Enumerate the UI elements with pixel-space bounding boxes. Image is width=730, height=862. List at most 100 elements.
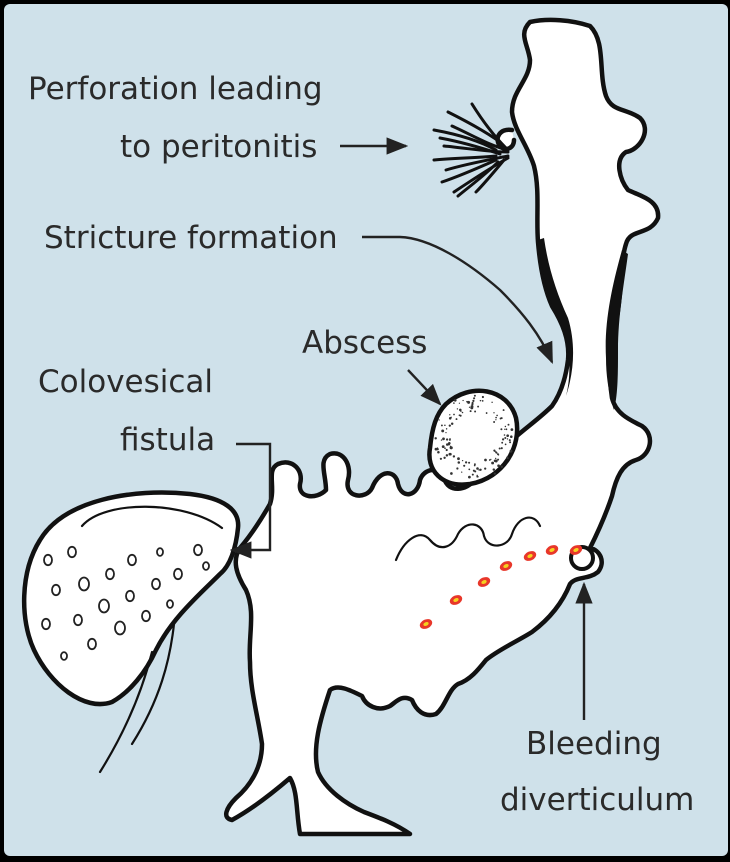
abscess-stipple — [502, 438, 504, 440]
abscess-stipple — [446, 443, 449, 446]
abscess-stipple — [503, 409, 505, 411]
abscess-stipple — [497, 464, 500, 467]
abscess-stipple — [484, 468, 486, 470]
label-colovesical-line2: fistula — [120, 422, 215, 458]
abscess-stipple — [445, 432, 446, 433]
abscess-stipple — [474, 395, 476, 397]
abscess-stipple — [494, 459, 497, 462]
abscess-stipple — [453, 414, 455, 416]
abscess-stipple — [497, 459, 499, 461]
abscess-stipple — [439, 419, 440, 420]
abscess-stipple — [434, 437, 436, 439]
abscess-stipple — [495, 458, 496, 459]
abscess-stipple — [501, 442, 503, 444]
abscess-stipple — [470, 410, 472, 412]
abscess-stipple — [508, 424, 510, 426]
abscess-stipple — [453, 402, 455, 404]
abscess-stipple — [477, 476, 479, 478]
abscess-stipple — [472, 474, 474, 476]
abscess-stipple — [465, 461, 467, 463]
abscess-stipple — [446, 449, 448, 451]
abscess-stipple — [499, 447, 501, 449]
abscess-stipple — [457, 457, 460, 460]
abscess-stipple — [476, 467, 479, 470]
abscess-stipple — [461, 471, 462, 472]
abscess-stipple — [462, 400, 463, 401]
abscess-stipple — [449, 414, 450, 415]
abscess-stipple — [450, 446, 453, 449]
abscess-stipple — [505, 426, 506, 427]
abscess-stipple — [504, 434, 506, 436]
abscess-stipple — [458, 461, 461, 464]
abscess-stipple — [489, 459, 491, 461]
abscess-stipple — [453, 455, 455, 457]
abscess-stipple — [456, 467, 458, 469]
abscess-stipple — [501, 447, 503, 449]
abscess-stipple — [474, 465, 476, 467]
abscess-stipple — [479, 469, 481, 471]
abscess-stipple — [469, 407, 470, 408]
label-colovesical-line1: Colovesical — [38, 364, 213, 400]
abscess-stipple — [473, 470, 475, 472]
abscess-stipple — [511, 428, 514, 431]
abscess-stipple — [477, 406, 479, 408]
abscess-stipple — [494, 472, 496, 474]
abscess-stipple — [509, 439, 511, 441]
abscess-stipple — [451, 417, 452, 418]
abscess-stipple — [449, 439, 451, 441]
abscess-stipple — [459, 409, 462, 412]
abscess-stipple — [450, 472, 453, 475]
abscess-stipple — [507, 435, 508, 436]
abscess-stipple — [441, 424, 443, 426]
abscess-stipple — [442, 438, 444, 440]
abscess-stipple — [491, 462, 494, 465]
abscess-stipple — [440, 458, 442, 460]
abscess-stipple — [506, 428, 508, 430]
abscess-stipple — [459, 403, 460, 404]
abscess-stipple — [462, 460, 463, 461]
label-perforation-line2: to peritonitis — [120, 129, 317, 165]
abscess-stipple — [510, 450, 513, 453]
abscess-stipple — [456, 418, 458, 420]
abscess-stipple — [493, 421, 495, 423]
abscess-stipple — [454, 399, 457, 402]
abscess-stipple — [437, 451, 440, 454]
abscess-stipple — [472, 402, 474, 404]
abscess-stipple — [468, 469, 470, 471]
abscess-stipple — [509, 441, 511, 443]
abscess-stipple — [500, 428, 502, 430]
abscess-stipple — [507, 438, 508, 439]
abscess-stipple — [491, 402, 492, 403]
abscess-stipple — [495, 419, 496, 420]
abscess-stipple — [501, 417, 503, 419]
label-stricture: Stricture formation — [44, 220, 338, 256]
abscess-stipple — [498, 454, 499, 455]
abscess-stipple — [482, 396, 484, 398]
abscess-stipple — [505, 444, 507, 446]
label-abscess: Abscess — [302, 325, 427, 361]
abscess-stipple — [441, 429, 444, 432]
abscess-stipple — [459, 414, 461, 416]
abscess-stipple — [443, 457, 445, 459]
abscess-stipple — [457, 408, 458, 409]
abscess-stipple — [480, 400, 482, 402]
abscess-stipple — [495, 417, 497, 419]
abscess-stipple — [437, 447, 438, 448]
abscess-stipple — [473, 397, 475, 399]
abscess-stipple — [504, 429, 505, 430]
abscess-stipple — [462, 412, 464, 414]
abscess-stipple — [446, 454, 448, 456]
label-bleeding-line2: diverticulum — [500, 782, 694, 818]
abscess-stipple — [478, 469, 479, 470]
abscess-stipple — [467, 401, 470, 404]
abscess-stipple — [493, 412, 494, 413]
abscess-stipple — [451, 423, 453, 425]
abscess-stipple — [471, 405, 474, 408]
abscess-stipple — [484, 459, 487, 462]
abscess-stipple — [496, 452, 497, 453]
abscess-stipple — [442, 445, 445, 448]
abscess-stipple — [444, 425, 446, 427]
label-bleeding-line1: Bleeding — [526, 726, 662, 762]
